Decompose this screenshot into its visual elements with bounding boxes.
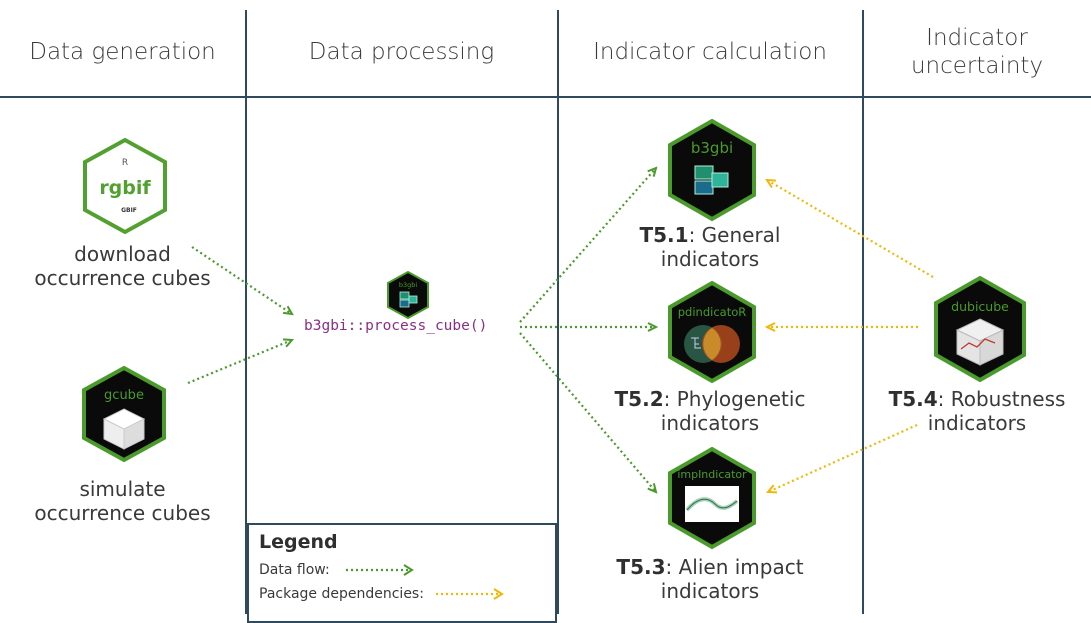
cube-icon xyxy=(955,318,1005,366)
gcube-hex-logo: gcube xyxy=(82,365,166,463)
header-indicator-uncertainty: Indicator uncertainty xyxy=(910,25,1044,79)
impindicator-name: impIndicator xyxy=(677,468,747,481)
dubicube-name: dubicube xyxy=(951,299,1009,314)
gcube-name: gcube xyxy=(104,388,144,403)
flow-arrow-rgbif-to-process xyxy=(191,246,294,316)
blocks-icon xyxy=(399,291,418,308)
header-indicator-calculation: Indicator calculation xyxy=(593,39,827,66)
rgbif-gbif-mark: GBIF xyxy=(121,207,137,214)
error-bars-icon xyxy=(960,338,996,350)
pdindicator-caption: T5.2: Phylogenetic indicators xyxy=(614,387,806,436)
blocks-icon xyxy=(694,165,729,195)
legend-dependency-arrow xyxy=(435,588,504,600)
dependency-arrow-dubicube-to-b3gbi xyxy=(765,178,934,278)
b3gbi-caption: T5.1: General indicators xyxy=(639,223,781,272)
dubicube-caption: T5.4: Robustness indicators xyxy=(888,387,1066,436)
svg-text:R: R xyxy=(122,158,128,168)
pdindicator-hex-logo: pdindicatoR xyxy=(668,280,756,384)
column-divider-1 xyxy=(245,10,247,614)
legend-box: Legend Data flow: Package dependencies: xyxy=(247,523,557,623)
column-divider-2 xyxy=(557,10,559,614)
gcube-caption: simulate occurrence cubes xyxy=(34,477,211,526)
legend-title: Legend xyxy=(259,531,338,553)
header-data-generation: Data generation xyxy=(29,39,216,66)
process-cube-function: b3gbi::process_cube() xyxy=(304,318,488,334)
header-divider xyxy=(0,96,1091,98)
impindicator-hex-logo: impIndicator xyxy=(668,446,756,550)
rgbif-name: rgbif xyxy=(99,177,151,199)
venn-icon xyxy=(684,325,740,363)
b3gbi-name: b3gbi xyxy=(691,139,733,157)
b3gbi-small-name: b3gbi xyxy=(399,281,418,289)
flow-arrow-gcube-to-process xyxy=(187,338,295,385)
legend-package-dependencies: Package dependencies: xyxy=(259,582,545,606)
dubicube-hex-logo: dubicube xyxy=(934,275,1026,383)
legend-data-flow: Data flow: xyxy=(259,558,545,582)
b3gbi-small-hex-logo: b3gbi xyxy=(387,270,429,320)
rgbif-caption: download occurrence cubes xyxy=(34,242,211,291)
column-divider-3 xyxy=(862,10,864,614)
cube-icon xyxy=(102,408,146,450)
pdindicator-name: pdindicatoR xyxy=(678,305,746,319)
b3gbi-hex-logo: b3gbi xyxy=(668,118,756,222)
legend-data-flow-arrow xyxy=(345,564,414,576)
rgbif-hex-logo: R rgbif GBIF xyxy=(83,137,167,235)
header-data-processing: Data processing xyxy=(308,39,495,66)
impindicator-caption: T5.3: Alien impact indicators xyxy=(616,555,804,604)
dependency-arrow-dubicube-to-impindicator xyxy=(765,423,918,494)
flow-arrow-process-to-b3gbi xyxy=(519,166,658,323)
